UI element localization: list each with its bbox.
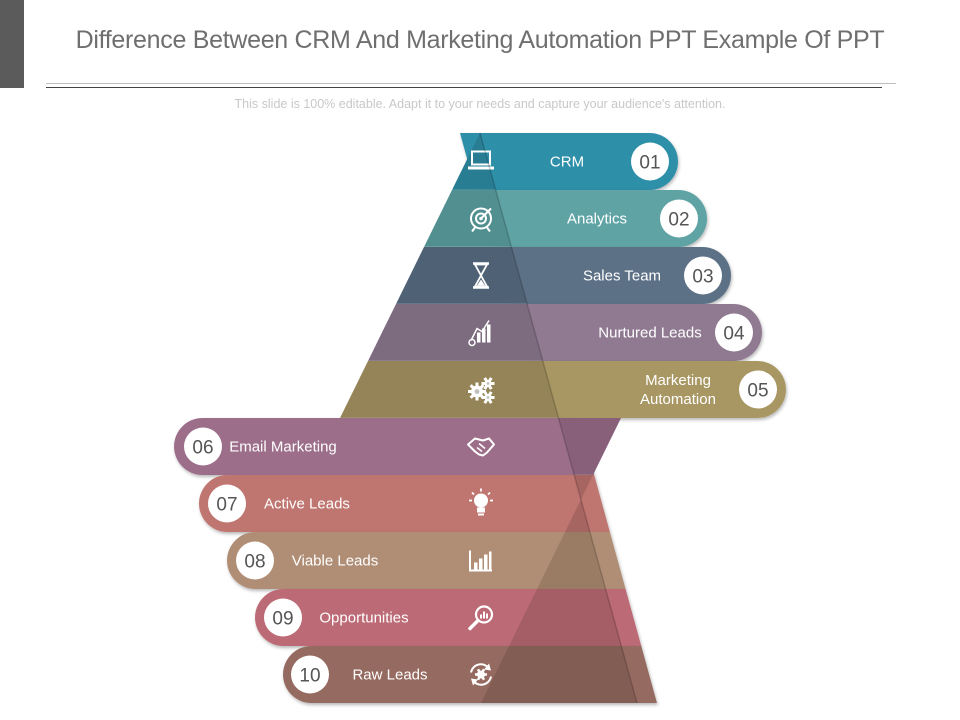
band-layer: 01 CRM 02 Analytics 03 Sales Team 04 Nurtured L…: [174, 133, 786, 703]
step-band-shade: [424, 190, 512, 247]
step-09: 09 Opportunities: [255, 589, 642, 646]
step-label: Sales Team: [583, 268, 661, 285]
step-pill: [199, 474, 610, 532]
step-band-shade: [558, 418, 621, 475]
step-band-shade: [481, 646, 637, 703]
step-number-badge: [236, 541, 274, 580]
step-number-badge: [291, 655, 329, 694]
step-number: 08: [244, 552, 265, 573]
lightbulb-icon: [469, 488, 493, 516]
step-band: [558, 418, 621, 475]
step-number: 07: [216, 495, 237, 516]
step-label: Email Marketing: [229, 439, 337, 456]
step-pill: [491, 247, 731, 304]
step-pill: [460, 133, 678, 190]
step-band: [368, 304, 543, 361]
step-label: Automation: [640, 391, 716, 408]
step-number-badge: [684, 256, 722, 295]
step-band: [537, 532, 606, 589]
step-band-shade: [509, 589, 622, 646]
bar-chart-icon: [469, 550, 492, 572]
step-band: [452, 133, 496, 190]
step-number-badge: [660, 199, 698, 238]
slide-title: Difference Between CRM And Marketing Aut…: [75, 26, 885, 54]
handshake-icon: [467, 437, 495, 457]
step-number: 03: [692, 267, 713, 288]
step-number-badge: [631, 142, 669, 181]
gears-icon: [468, 377, 495, 404]
step-label: Nurtured Leads: [598, 325, 701, 342]
laptop-icon: [468, 150, 494, 170]
step-label: Active Leads: [264, 496, 350, 513]
step-08: 08 Viable Leads: [227, 532, 626, 589]
step-number-badge: [208, 484, 246, 523]
slide-subtitle: This slide is 100% editable. Adapt it to…: [234, 97, 726, 111]
step-label: Marketing: [645, 372, 711, 389]
step-06: 06 Email Marketing: [174, 418, 621, 476]
refresh-gear-icon: [470, 663, 492, 686]
step-band: [481, 646, 637, 703]
step-band-shade: [565, 475, 594, 532]
title-divider-dark: [46, 87, 882, 88]
step-band-shade: [340, 361, 559, 418]
step-number: 09: [272, 609, 293, 630]
step-number: 02: [668, 210, 689, 231]
accent-bar: [0, 0, 24, 88]
step-band-shade: [452, 133, 496, 190]
step-number: 04: [723, 324, 745, 345]
step-number-badge: [715, 313, 753, 352]
step-10: 10 Raw Leads: [283, 646, 657, 703]
step-band: [424, 190, 512, 247]
step-label: Analytics: [567, 211, 627, 228]
step-number-badge: [264, 598, 302, 637]
step-band: [509, 589, 622, 646]
step-02: 02 Analytics: [424, 190, 707, 248]
target-icon: [470, 207, 492, 233]
step-07: 07 Active Leads: [199, 474, 610, 532]
step-number: 06: [192, 438, 213, 459]
step-label: Raw Leads: [352, 667, 427, 684]
growth-chart-icon: [468, 320, 491, 347]
step-number-badge: [739, 370, 777, 409]
hourglass-icon: [473, 262, 489, 289]
step-number-badge: [184, 427, 222, 466]
overlay-layer: [479, 132, 638, 704]
step-label: CRM: [550, 154, 584, 171]
step-pill: [522, 361, 786, 418]
step-band-shade: [368, 304, 543, 361]
step-pill: [475, 190, 707, 248]
step-number: 05: [747, 381, 768, 402]
magnifier-chart-icon: [468, 605, 494, 631]
step-01: 01 CRM: [452, 133, 678, 191]
step-band: [396, 247, 528, 304]
step-04: 04 Nurtured Leads: [368, 304, 762, 362]
title-divider: [46, 83, 896, 84]
step-pill: [174, 418, 595, 475]
step-band: [565, 475, 594, 532]
step-pill: [227, 532, 626, 589]
step-band-shade: [537, 532, 606, 589]
step-band-shade: [396, 247, 528, 304]
center-diagonal: [479, 132, 638, 704]
step-label: Viable Leads: [292, 553, 378, 570]
step-number: 10: [299, 666, 320, 687]
step-label: Opportunities: [319, 610, 408, 627]
step-pill: [507, 304, 762, 361]
step-03: 03 Sales Team: [396, 247, 731, 305]
step-band: [340, 361, 559, 418]
step-number: 01: [639, 153, 660, 174]
